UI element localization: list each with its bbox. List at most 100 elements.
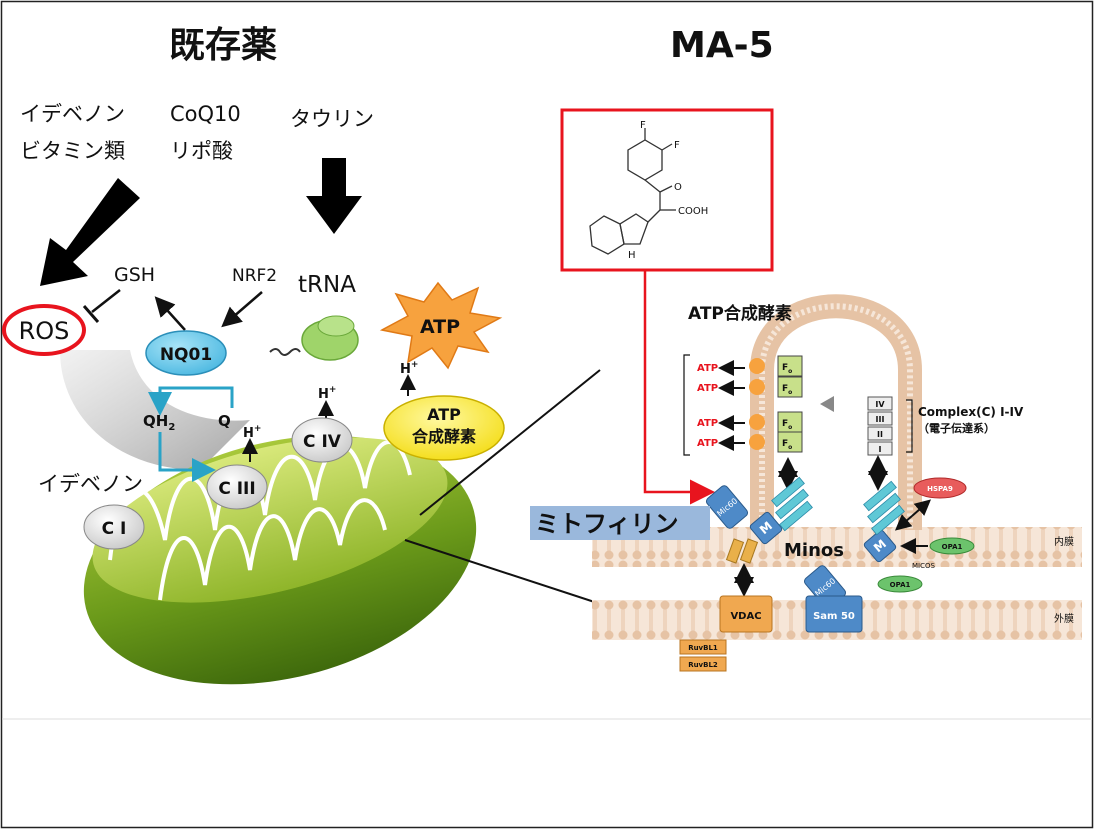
idebenone-label: イデベノン <box>38 472 143 496</box>
complex-sublabel: （電子伝達系） <box>918 421 995 435</box>
molecule-f1: F <box>640 120 646 131</box>
atp-synthase-line1: ATP <box>427 405 461 424</box>
atp-rows-bracket <box>683 354 690 456</box>
hspa9-oval <box>913 477 967 499</box>
zoom-line-upper <box>419 369 601 516</box>
vdac-channel-a <box>725 538 745 564</box>
zoom-line-lower <box>404 539 626 613</box>
atp-synthase-oval <box>383 395 505 461</box>
vdac-channel-b <box>739 538 759 564</box>
gsh-label: GSH <box>114 264 155 286</box>
molecule-o: O <box>674 182 682 193</box>
atp-row-2-label: ATP <box>697 383 718 394</box>
complex-stack: IV III II I <box>867 396 893 456</box>
drug-vitamins: ビタミン類 <box>20 139 125 163</box>
complex-1-ball <box>83 504 145 550</box>
grey-flow-shape <box>60 350 250 470</box>
micos-label: MICOS <box>912 562 936 570</box>
ruvbl1-box <box>679 639 727 655</box>
mitofilin-label: ミトフィリン <box>535 510 679 538</box>
qh2-to-c3-arrow <box>158 432 216 482</box>
atp-row-4: ATP Fo <box>697 431 803 453</box>
fo-label-4: Fo <box>782 439 792 451</box>
gsh-inhibit-line <box>91 289 121 313</box>
complex-bracket <box>906 399 913 453</box>
big-arrow-to-ros <box>40 178 140 286</box>
complex-iv: IV <box>875 400 885 409</box>
nrf2-to-nq01-arrow <box>221 291 263 328</box>
complex-1-label: C I <box>102 519 127 539</box>
opa1-oval-b <box>877 575 923 593</box>
sam50-box <box>805 595 863 633</box>
proton-flow-triangle <box>820 396 834 412</box>
atp-starburst <box>379 281 503 370</box>
atp-row-3: ATP Fo <box>697 411 803 433</box>
q-label: Q <box>218 412 231 430</box>
fo-label-3: Fo <box>782 419 792 431</box>
complex-iii: III <box>876 415 885 424</box>
ribosome-top-icon <box>317 315 355 337</box>
opa1-label-a: OPA1 <box>942 543 963 551</box>
mic60-left: Mic60 M <box>705 476 813 545</box>
nrf2-label: NRF2 <box>232 266 277 286</box>
nq01-label: NQ01 <box>160 345 212 365</box>
complex-4-label: C IV <box>303 432 342 452</box>
complex-4-ball <box>291 417 353 463</box>
atp-star-label: ATP <box>420 316 460 338</box>
vdac-label: VDAC <box>730 611 761 622</box>
nq01-oval <box>145 330 227 376</box>
complex-ii: II <box>877 430 883 439</box>
big-arrow-to-trna <box>306 158 362 234</box>
minos-label: Minos <box>784 540 844 561</box>
complex-label: Complex(C) I-IV <box>918 405 1024 419</box>
ruvbl2-label: RuvBL2 <box>688 661 718 669</box>
crista-fold-inner <box>759 303 913 530</box>
c3-h-plus: H+ <box>243 424 261 441</box>
ruvbl2-box <box>679 656 727 672</box>
hspa9-label: HSPA9 <box>927 485 953 493</box>
ros-label: ROS <box>19 317 70 345</box>
drug-idebenone: イデベノン <box>20 102 125 126</box>
ma5-structure-box <box>560 108 774 272</box>
atp-row-4-label: ATP <box>697 438 718 449</box>
sam50-label: Sam 50 <box>813 611 855 622</box>
right-title: MA-5 <box>670 25 774 66</box>
atp-row-1: ATP Fo <box>697 355 803 377</box>
drug-lipoic-acid: リポ酸 <box>170 139 233 163</box>
ma5-to-mic60-arrow <box>643 270 715 505</box>
drug-coq10: CoQ10 <box>170 102 241 126</box>
fo-label-2: Fo <box>782 384 792 396</box>
left-title: 既存薬 <box>169 25 277 66</box>
opa1-label-b: OPA1 <box>890 581 911 589</box>
trna-label: tRNA <box>298 272 356 298</box>
atp-row-1-label: ATP <box>697 363 718 374</box>
complex-3-label: C III <box>218 479 255 499</box>
outer-membrane-label: 外膜 <box>1054 613 1074 625</box>
complex-3-ball <box>206 464 268 510</box>
drug-taurine: タウリン <box>290 107 374 131</box>
atp-synthase-line2: 合成酵素 <box>412 427 476 446</box>
opa1-oval-a <box>929 537 975 555</box>
atp-h-plus: H+ <box>400 360 418 377</box>
hspa9-arrow-back <box>894 514 913 531</box>
ruvbl1-label: RuvBL1 <box>688 644 718 652</box>
mitofilin-box <box>530 506 710 540</box>
nq01-to-gsh-arrow <box>154 296 186 331</box>
vdac-box <box>719 595 773 633</box>
fo-label-1: Fo <box>782 363 792 375</box>
atp-synthase-title: ATP合成酵素 <box>688 303 792 324</box>
cristae-lower <box>158 498 387 601</box>
cristae-upper <box>108 440 412 561</box>
mitochondrion-matrix <box>92 437 448 603</box>
qh2-label: QH2 <box>143 412 175 433</box>
gsh-inhibit-bar <box>82 305 100 323</box>
q-cycle-top <box>158 386 234 408</box>
molecule-f2: F <box>674 140 680 151</box>
c4-h-plus: H+ <box>318 385 336 402</box>
atp-row-2: ATP Fo <box>697 376 803 398</box>
ros-oval <box>2 304 86 356</box>
complex-i: I <box>879 445 882 454</box>
